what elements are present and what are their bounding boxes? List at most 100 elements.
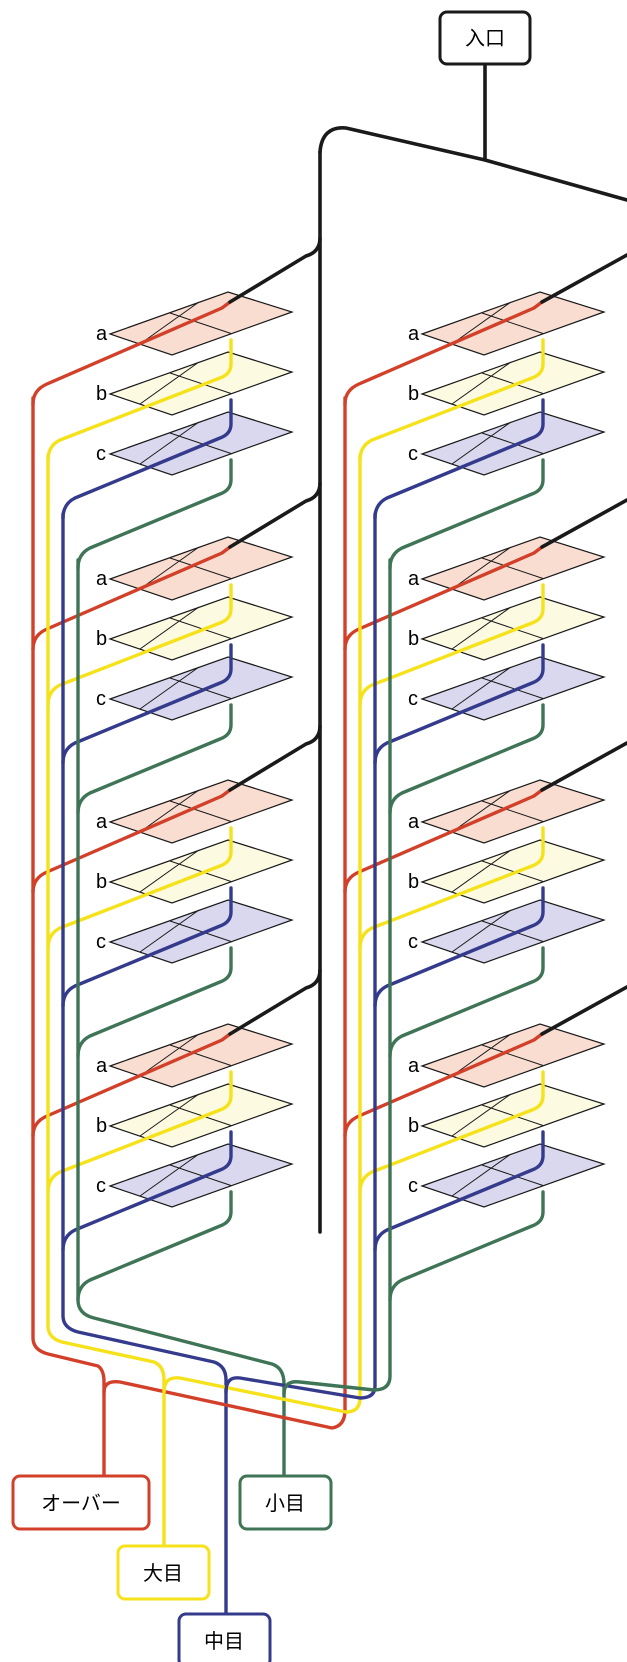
row-label-b: b [408,1115,419,1137]
tray-divider [139,666,200,710]
box-layer: 入口 オーバー 大目 中目 小目 [11,10,532,1662]
tray-divider [139,421,200,465]
medium-bus-left [61,512,228,1616]
large-channel [46,338,233,462]
tray-divider [169,312,232,334]
tray-divider [139,909,200,953]
row-label-a: a [96,568,108,590]
row-label-b: b [408,871,419,893]
trunk-feed-left-2 [228,481,322,549]
medium-channel [373,398,545,520]
tray-divider [481,372,544,394]
tray-divider [481,557,544,579]
tray-divider [481,312,544,334]
medium-channel [61,398,233,520]
row-label-a: a [96,323,108,345]
tray-divider [169,860,232,882]
tray-divider [451,546,512,590]
small-channel [388,1190,545,1302]
row-label-c: c [408,443,418,465]
trunk-feed-right-4 [540,985,627,1036]
row-label-b: b [96,383,107,405]
row-label-a: a [408,811,420,833]
tray-divider [451,361,512,405]
row-label-b: b [408,383,419,405]
tray-divider [481,920,544,942]
tray-divider [169,677,232,699]
tray-divider [139,1153,200,1197]
tray-divider [169,1044,232,1066]
tray-divider [139,1093,200,1137]
tray-divider [139,1033,200,1077]
row-label-b: b [96,628,107,650]
tray-divider [169,557,232,579]
tray-divider [451,1033,512,1077]
row-label-b: b [96,1115,107,1137]
tray-divider [139,849,200,893]
tray-divider [169,920,232,942]
tray-divider [451,1093,512,1137]
row-label-b: b [96,871,107,893]
tray-divider [481,617,544,639]
row-label-a: a [408,1055,420,1077]
tray-divider [481,1104,544,1126]
row-label-a: a [408,568,420,590]
tray-divider [481,432,544,454]
large-channel [358,338,545,462]
large-bus-left [46,454,166,1548]
trunk-feed-left-4 [228,968,322,1036]
output-large-label: 大目 [143,1561,183,1585]
small-bus-right [282,558,392,1396]
tray-divider [139,301,200,345]
row-label-c: c [408,1175,418,1197]
tray-divider [169,800,232,822]
tray-divider [451,849,512,893]
large-bus-right [162,454,362,1414]
output-medium-label: 中目 [204,1629,244,1653]
tray-divider [139,546,200,590]
row-label-c: c [96,1175,106,1197]
small-bus-left [76,558,286,1478]
output-small-box: 小目 [238,1474,333,1531]
medium-bus-right [224,512,377,1400]
trunk-feed-left-3 [228,724,322,792]
line-layer [31,62,627,1616]
trunk-top [318,126,627,202]
tray-divider [481,1044,544,1066]
row-label-a: a [96,811,108,833]
tray-divider [169,617,232,639]
trunk-feed-left-1 [228,236,322,304]
tray-divider [169,1104,232,1126]
row-label-c: c [408,931,418,953]
tray-divider [169,432,232,454]
over-bus-left [31,396,106,1478]
tray-divider [139,789,200,833]
small-channel [76,1190,233,1302]
trunk-feed-right-3 [540,741,627,792]
tray-divider [481,1164,544,1186]
tray-layer [108,291,606,1208]
tray-divider [139,606,200,650]
tray-divider [169,1164,232,1186]
inlet-label: 入口 [465,26,505,50]
tray-divider [451,1153,512,1197]
output-large-box: 大目 [116,1544,211,1601]
over-bus-right [102,396,347,1430]
row-label-b: b [408,628,419,650]
tray-divider [481,677,544,699]
tray-divider [451,301,512,345]
tray-divider [139,361,200,405]
tray-divider [481,860,544,882]
row-label-c: c [96,688,106,710]
tray-divider [451,666,512,710]
output-small-label: 小目 [265,1491,305,1515]
tray-divider [481,800,544,822]
row-label-c: c [96,931,106,953]
row-label-c: c [96,443,106,465]
tray-divider [451,909,512,953]
output-medium-box: 中目 [177,1612,272,1662]
tray-divider [169,372,232,394]
trunk-feed-right-1 [540,253,627,304]
